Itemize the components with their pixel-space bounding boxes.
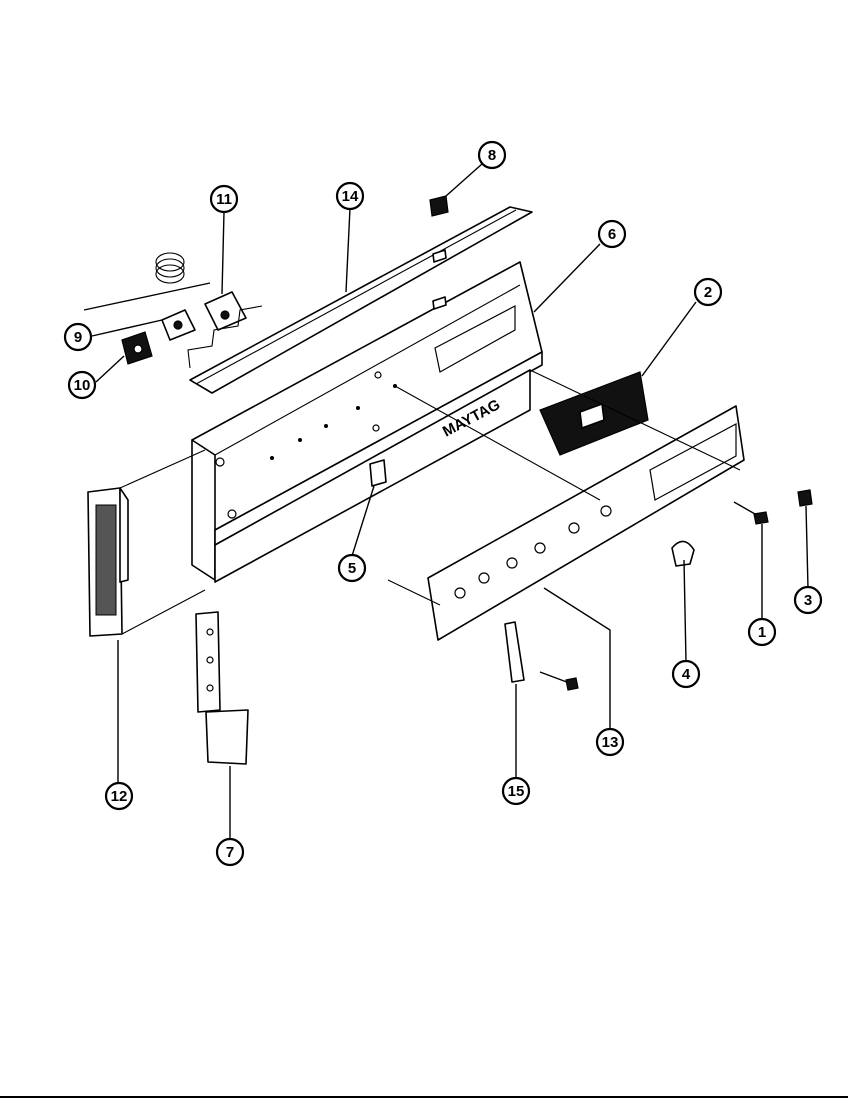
svg-text:13: 13	[602, 734, 619, 751]
callout-9: 9	[63, 322, 93, 352]
leader-lines	[91, 163, 809, 840]
part-9-switch	[161, 309, 196, 341]
part-4-knob	[671, 540, 695, 567]
svg-text:4: 4	[682, 666, 691, 683]
svg-text:14: 14	[342, 188, 359, 205]
part-11-thermostat	[83, 252, 247, 331]
callout-10: 10	[67, 370, 97, 400]
callout-1: 1	[747, 617, 777, 647]
part-5-clip	[369, 459, 387, 487]
callout-5: 5	[337, 553, 367, 583]
callout-8: 8	[477, 140, 507, 170]
svg-text:7: 7	[226, 844, 234, 861]
callout-6: 6	[597, 219, 627, 249]
callout-15: 15	[501, 776, 531, 806]
svg-text:15: 15	[508, 783, 525, 800]
part-mount-screw	[539, 671, 579, 691]
bottom-border-line	[0, 1096, 848, 1098]
svg-text:11: 11	[216, 191, 232, 208]
callout-7: 7	[215, 837, 245, 867]
svg-text:12: 12	[111, 788, 128, 805]
callout-12: 12	[104, 781, 134, 811]
svg-text:9: 9	[74, 329, 82, 346]
svg-text:3: 3	[804, 592, 812, 609]
part-13-overlay	[427, 405, 745, 641]
part-10-switch	[121, 331, 153, 365]
callout-13: 13	[595, 727, 625, 757]
svg-text:6: 6	[608, 226, 616, 243]
part-15-spacer	[504, 621, 525, 683]
callout-14: 14	[335, 181, 365, 211]
svg-text:10: 10	[74, 377, 91, 394]
alignment-lines	[119, 369, 741, 635]
part-7-bracket	[195, 611, 249, 765]
part-14-top-trim	[189, 206, 533, 394]
part-12-side-trim	[87, 487, 129, 637]
svg-text:1: 1	[758, 624, 766, 641]
part-8-clip	[429, 195, 449, 310]
callout-4: 4	[671, 659, 701, 689]
svg-text:8: 8	[488, 147, 496, 164]
part-3-knob	[797, 489, 813, 507]
callout-2: 2	[693, 277, 723, 307]
part-1-screw	[733, 501, 769, 525]
callout-3: 3	[793, 585, 823, 615]
wire-harness	[187, 305, 263, 369]
callout-11: 11	[209, 184, 239, 214]
svg-text:2: 2	[704, 284, 712, 301]
svg-text:5: 5	[348, 560, 356, 577]
part-6-control-housing: MAYTAG	[191, 261, 543, 583]
part-2-clock	[539, 371, 649, 456]
